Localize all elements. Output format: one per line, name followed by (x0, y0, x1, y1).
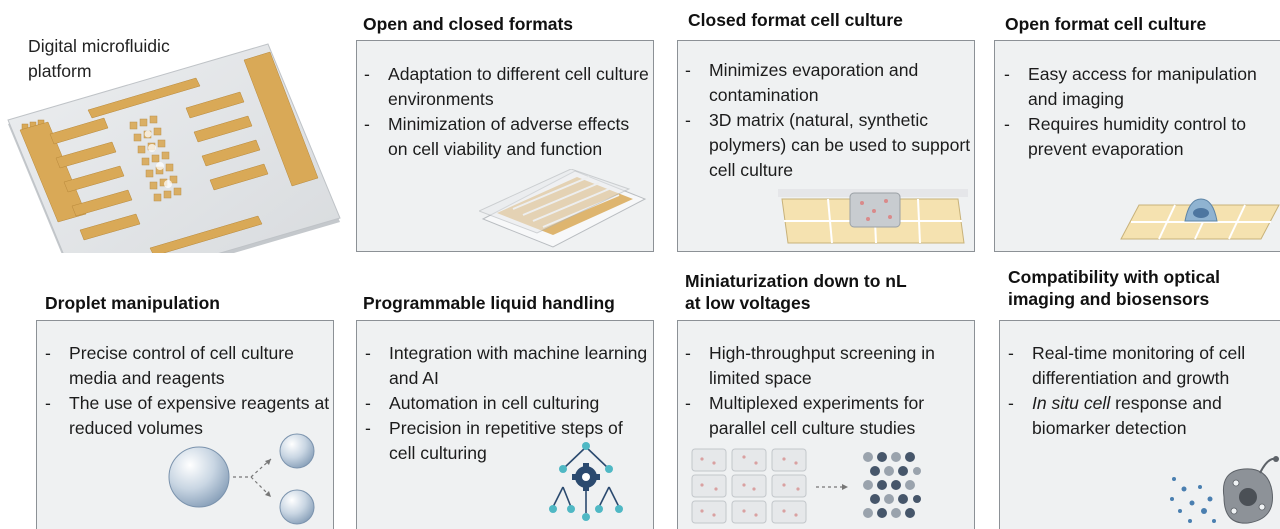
panel-title-programmable: Programmable liquid handling (363, 293, 615, 313)
well-grid-icon (691, 448, 848, 524)
list-item: Adaptation to different cell culture env… (360, 62, 650, 112)
italic-term: In situ cell (1032, 393, 1111, 413)
item-rest: response and biomarker detection (1032, 393, 1222, 438)
open-droplet-icon (1120, 198, 1280, 240)
panel-title-compatibility: Compatibility with optical imaging and b… (1008, 266, 1220, 310)
list-compatibility: Real-time monitoring of cell differentia… (1004, 341, 1280, 441)
list-droplet: Precise control of cell culture media an… (41, 341, 331, 441)
panel-title-line: at low voltages (685, 293, 811, 313)
panel-title-line: imaging and biosensors (1008, 289, 1210, 309)
list-item: Easy access for manipulation and imaging (1000, 62, 1280, 112)
list-open-closed: Adaptation to different cell culture env… (360, 62, 650, 162)
list-item: Precise control of cell culture media an… (41, 341, 331, 391)
list-closed-format: Minimizes evaporation and contamination … (681, 58, 975, 183)
platform-label-line1: Digital microfluidic (28, 36, 170, 56)
list-item: Automation in cell culturing (361, 391, 653, 416)
platform-label-line2: platform (28, 61, 92, 81)
list-programmable: Integration with machine learning and AI… (361, 341, 653, 466)
list-item: Precision in repetitive steps of cell cu… (361, 416, 653, 466)
panel-title-closed-format: Closed format cell culture (688, 10, 903, 30)
list-item: The use of expensive reagents at reduced… (41, 391, 331, 441)
platform-label: Digital microfluidic platform (28, 34, 170, 84)
list-miniaturization: High-throughput screening in limited spa… (681, 341, 973, 441)
panel-title-line: Miniaturization down to nL (685, 271, 907, 291)
cell-biosensor-icon (1170, 456, 1279, 524)
panel-title-line: Compatibility with optical (1008, 267, 1220, 287)
list-item: Integration with machine learning and AI (361, 341, 653, 391)
list-item: Multiplexed experiments for parallel cel… (681, 391, 973, 441)
closed-chamber-icon (778, 189, 968, 244)
list-item: High-throughput screening in limited spa… (681, 341, 973, 391)
list-item: Requires humidity control to prevent eva… (1000, 112, 1280, 162)
list-item: Real-time monitoring of cell differentia… (1004, 341, 1280, 391)
list-item: In situ cell response and biomarker dete… (1004, 391, 1280, 441)
panel-title-miniaturization: Miniaturization down to nL at low voltag… (685, 270, 907, 314)
list-open-format: Easy access for manipulation and imaging… (1000, 62, 1280, 162)
list-item: Minimizes evaporation and contamination (681, 58, 975, 108)
panel-title-open-format: Open format cell culture (1005, 14, 1207, 34)
dot-matrix-icon (863, 452, 921, 518)
panel-title-open-closed: Open and closed formats (363, 14, 574, 34)
droplet-split-icon (168, 433, 315, 525)
chip-stack-icon (479, 169, 647, 248)
platform-chip-icon (7, 43, 341, 253)
list-item: Minimization of adverse effects on cell … (360, 112, 650, 162)
panel-title-droplet: Droplet manipulation (45, 293, 220, 313)
list-item: 3D matrix (natural, synthetic polymers) … (681, 108, 975, 183)
